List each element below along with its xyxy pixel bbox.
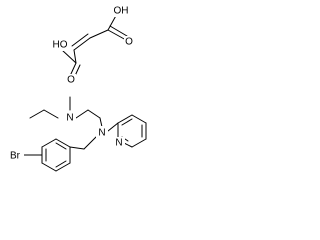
bond-c2-c3-double-a — [73, 37, 91, 51]
bond-ph-c5-c6 — [55, 162, 71, 172]
bond-py-c6-n — [123, 142, 133, 148]
atom-o-top: O — [125, 37, 133, 48]
atom-ho-left: HO — [53, 40, 68, 51]
bond-ph-c4-c5 — [41, 162, 57, 172]
bond-c4-ho — [61, 49, 77, 64]
bond-ph-c1-c2 — [55, 138, 71, 148]
bond-c1-o-double-b — [109, 25, 128, 37]
bond-ethyl-ch2 — [43, 109, 59, 119]
bond-py-inner-a — [121, 118, 133, 126]
atom-pyridine-n: N — [115, 138, 122, 149]
diamine-chain: N N — [29, 96, 119, 150]
bond-c4-o-double-a — [69, 62, 77, 77]
bond-py-c2-c3 — [117, 114, 133, 124]
bond-ethyl-ch3 — [29, 109, 45, 119]
bond-ph-inner-a — [55, 142, 67, 150]
bond-ch2-ch2 — [87, 109, 101, 119]
bond-ph-c2-c3 — [41, 138, 57, 148]
atom-o-bottom: O — [67, 75, 75, 86]
pyridine-ring: N — [113, 114, 147, 150]
bond-c3-c4 — [73, 49, 77, 64]
bond-py-c5-c6 — [131, 138, 147, 148]
chemical-structure: OH O HO O N N — [6, 5, 147, 172]
bond-n2-benzyl — [83, 136, 97, 150]
bond-ch2-n2 — [99, 117, 103, 128]
bond-c1-c2 — [89, 29, 109, 39]
bond-benzyl-ring — [69, 146, 85, 150]
atom-bromine: Br — [10, 151, 21, 162]
atom-n-bottom: N — [98, 128, 105, 139]
bond-py-c3-c4 — [131, 114, 147, 124]
bromophenyl-ring: Br — [6, 138, 71, 172]
bond-ph-inner-c — [55, 160, 67, 168]
atom-n-top: N — [66, 113, 73, 124]
atom-oh-top: OH — [114, 6, 129, 17]
maleic-acid: OH O HO O — [52, 5, 134, 86]
bond-n2-pyridine — [107, 122, 119, 132]
bond-n1-ch2 — [75, 109, 89, 119]
bond-c2-c3-double-b — [71, 33, 89, 47]
bond-c1-o-double-a — [107, 29, 127, 41]
